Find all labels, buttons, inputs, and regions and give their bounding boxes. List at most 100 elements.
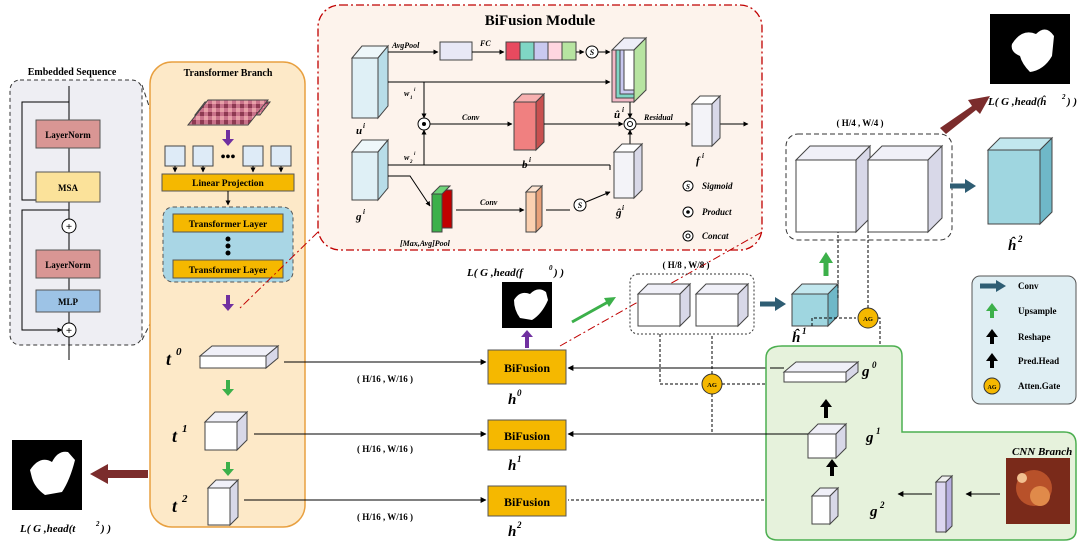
cnn-title: CNN Branch: [1012, 446, 1072, 458]
bifusion-block-0: [487, 349, 567, 385]
conv-arrow-h8: [775, 297, 786, 311]
dim-h16-0: ( H/16 , W/16 ): [357, 374, 413, 384]
svg-text:AG: AG: [988, 385, 997, 391]
layernorm-1: [35, 119, 101, 149]
legend-sigmoid: Sigmoid: [702, 181, 733, 191]
fc-vector: [505, 41, 577, 61]
svg-text:[Max,Avg]Pool: [Max,Avg]Pool: [400, 239, 451, 248]
transformer-layer-1: [172, 213, 284, 233]
svg-text:Reshape: Reshape: [1018, 332, 1051, 342]
fusion-blocks: ( H/16 , W/16 ) ( H/16 , W/16 ) ( H/16 ,…: [244, 264, 616, 540]
svg-text:MSA: MSA: [58, 183, 79, 193]
svg-text:+: +: [66, 325, 72, 337]
svg-text:0: 0: [517, 388, 522, 398]
svg-text:) ): ) ): [553, 267, 564, 279]
transformer-layer-2: [172, 259, 284, 279]
bifusion-module: BiFusion Module u i g i AvgPool FC S: [239, 4, 763, 347]
h0-label: h: [508, 392, 516, 408]
conv-legend-icon: [996, 280, 1006, 292]
t2-label: t: [172, 496, 178, 516]
svg-text:Conv: Conv: [480, 198, 498, 207]
svg-text:i: i: [622, 106, 624, 114]
cnn-panel: [765, 345, 1077, 541]
h1-label: h: [508, 458, 516, 474]
t0-slab: [198, 345, 280, 357]
svg-text:BiFusion: BiFusion: [504, 495, 550, 509]
svg-text:BiFusion: BiFusion: [504, 429, 550, 443]
svg-text:i: i: [363, 122, 365, 130]
g-cube: [351, 151, 379, 201]
svg-text:2: 2: [181, 493, 188, 505]
ag-legend-icon: [983, 377, 1001, 395]
g1-cube: [807, 433, 837, 459]
svg-text:LayerNorm: LayerNorm: [45, 260, 91, 270]
avgpool-vector: [439, 41, 473, 61]
legend: Conv Upsample Reshape Pred.Head AG Atten…: [971, 275, 1077, 405]
svg-text:1: 1: [517, 454, 522, 464]
pred-head-arrow-h0: [521, 330, 533, 337]
h8-group-box: [629, 273, 755, 335]
g2-label: g: [869, 504, 878, 520]
loss-t2: L( G ,head(t 2 ) ): [12, 440, 148, 535]
conv-arrow-h4: [965, 179, 976, 193]
svg-text:S: S: [590, 48, 595, 57]
svg-text:2: 2: [879, 500, 885, 510]
t1-label: t: [172, 426, 178, 446]
bifusion-block-2: [487, 485, 567, 517]
msa-block: [35, 171, 101, 203]
predhead-legend-icon: [986, 353, 998, 361]
dim-h8: ( H/8 , W/8 ): [662, 260, 709, 270]
u-cube: [351, 57, 379, 119]
upsample-arrow-h1: [819, 252, 833, 263]
svg-text:LayerNorm: LayerNorm: [45, 130, 91, 140]
svg-text:i: i: [702, 152, 704, 160]
svg-text:i: i: [622, 204, 624, 212]
svg-text:2: 2: [1061, 93, 1066, 101]
upsample-legend-icon: [986, 303, 998, 311]
svg-text:S: S: [578, 201, 583, 210]
svg-text:Upsample: Upsample: [1018, 306, 1057, 316]
svg-text:2: 2: [95, 520, 100, 528]
svg-text:Conv: Conv: [462, 113, 480, 122]
svg-text:1: 1: [182, 423, 188, 435]
reshape-legend-icon: [986, 329, 998, 337]
reshape-arrow: [222, 139, 234, 146]
upsample-arrow-h0: [604, 297, 616, 307]
patch-grid: [186, 99, 270, 126]
legend-product: Product: [702, 207, 732, 217]
layernorm-2: [35, 249, 101, 279]
embedded-title: Embedded Sequence: [28, 67, 117, 78]
svg-text:1: 1: [802, 326, 807, 336]
bifusion-module-title: BiFusion Module: [485, 13, 596, 29]
conv-map: [525, 191, 537, 233]
svg-text:g: g: [355, 211, 362, 223]
svg-text:0: 0: [872, 360, 877, 370]
h1hat-label: ĥ: [792, 328, 800, 346]
add-icon-1: [61, 218, 77, 234]
svg-text:MLP: MLP: [58, 297, 78, 307]
pred-head-arrow-h2: [940, 96, 990, 134]
pred-head-arrow-t2: [90, 464, 148, 484]
svg-text:f: f: [696, 155, 701, 167]
transformer-branch: Transformer Branch ••• Linear Projection…: [149, 61, 306, 528]
svg-text:2: 2: [516, 520, 522, 530]
upsample-arrow-t: [222, 389, 234, 396]
svg-text:û: û: [614, 109, 620, 121]
svg-text:w: w: [404, 153, 410, 162]
h2-label: h: [508, 524, 516, 540]
svg-text:L( G ,head(f: L( G ,head(f: [466, 267, 524, 279]
sigmoid-icon-bottom: [573, 198, 587, 212]
svg-text:•••: •••: [221, 150, 236, 165]
g0-slab: [783, 371, 847, 383]
h2hat-label: ĥ: [1008, 236, 1016, 254]
svg-text:Conv: Conv: [1018, 281, 1039, 291]
svg-text:+: +: [66, 221, 72, 233]
u-hat-stack: [610, 36, 648, 104]
decoder-h4: ( H/4 , W/4 ) ĥ 2 L( G ,head(ĥ 2 ) ): [785, 14, 1077, 254]
svg-text:Linear Projection: Linear Projection: [192, 179, 264, 189]
svg-text:Transformer Layer: Transformer Layer: [189, 220, 268, 230]
t0-label: t: [166, 349, 172, 369]
ghat-cube: [613, 151, 635, 199]
legend-concat: Concat: [702, 231, 729, 241]
